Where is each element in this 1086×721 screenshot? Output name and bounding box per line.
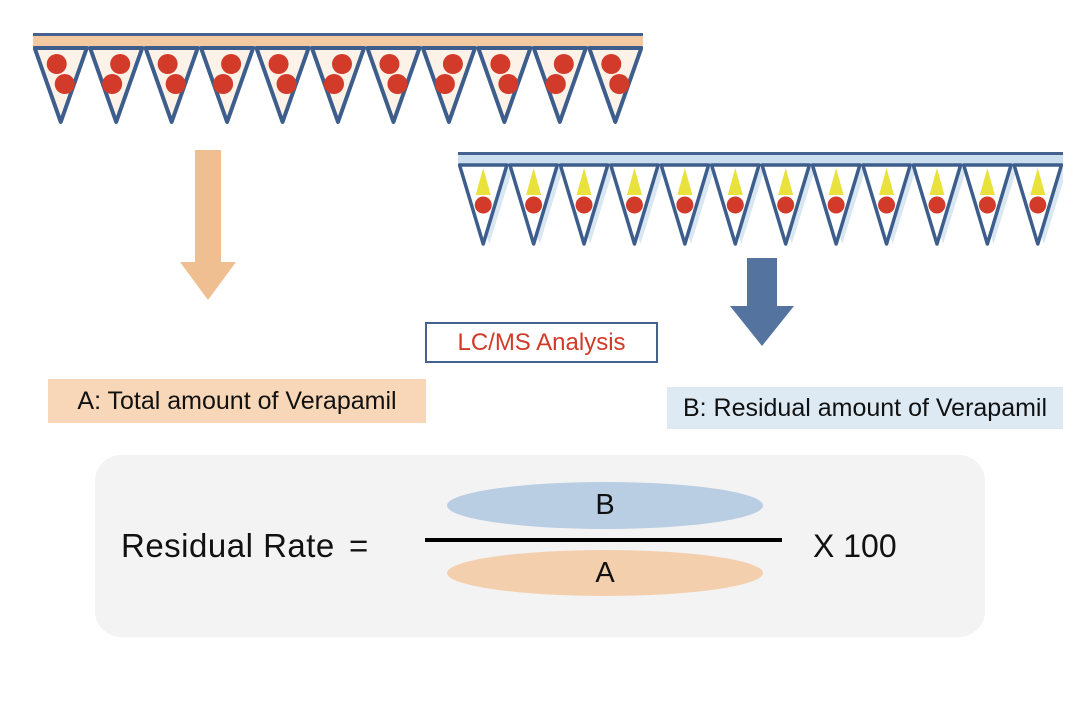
formula-panel: Residual Rate = B A X 100 (95, 455, 985, 637)
down-arrow-left-icon (180, 150, 236, 300)
multiplier-label: X 100 (813, 527, 897, 564)
numerator-ellipse: B (447, 482, 763, 529)
equals-sign: = (349, 527, 369, 564)
denominator-label: A (595, 556, 615, 589)
denominator-ellipse: A (447, 550, 763, 596)
formula-lhs: Residual Rate (121, 527, 335, 564)
label-residual-verapamil: B: Residual amount of Verapamil (667, 387, 1063, 429)
lcms-analysis-label: LC/MS Analysis (457, 328, 626, 356)
tube-strip-b (457, 152, 1068, 247)
lcms-analysis-box: LC/MS Analysis (425, 322, 658, 363)
numerator-label: B (595, 489, 615, 521)
down-arrow-right-icon (730, 258, 794, 346)
label-total-verapamil: A: Total amount of Verapamil (48, 379, 426, 423)
tube-strip-a (32, 33, 644, 125)
fraction-line (425, 538, 782, 542)
